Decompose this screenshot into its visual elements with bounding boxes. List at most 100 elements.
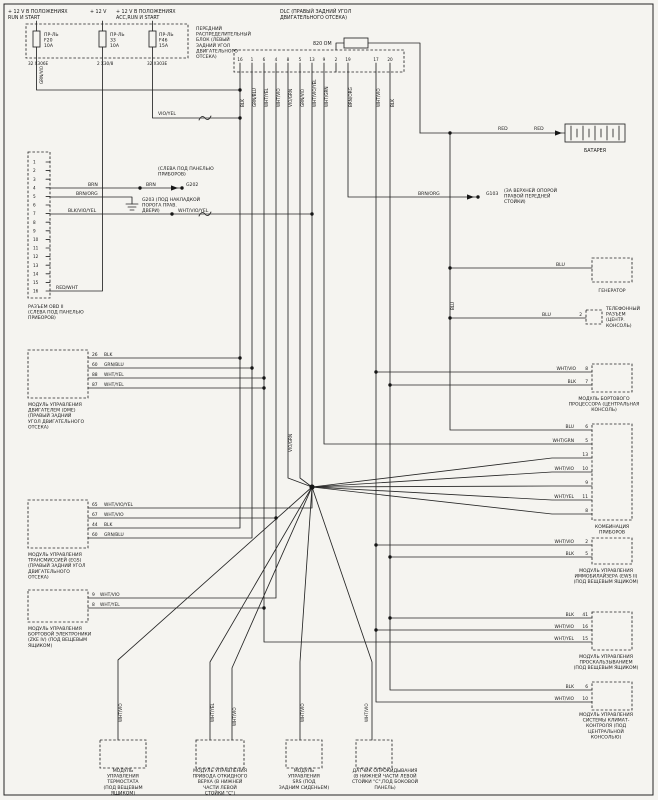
dlc-pin-number: 19 [345, 57, 351, 62]
wire-arrow [555, 130, 562, 136]
obd-pin-number: 14 [33, 271, 39, 276]
egs-pin65-num: 65 [92, 502, 98, 508]
ews-pin2-num: 2 [585, 539, 588, 545]
wire-color-brn-2: BRN [146, 182, 156, 188]
wire-color-whtvio-srs: WHT/VIO [300, 703, 305, 722]
battery-label: БАТАРЕЯ [584, 148, 606, 154]
junction-dot [388, 616, 392, 620]
wire-color-whtvio-rollover: WHT/VIO [364, 703, 369, 722]
wire-break [198, 211, 212, 217]
obd-pin-number: 13 [33, 263, 39, 268]
obd-pin-number: 9 [33, 228, 36, 233]
thermostat-wire [117, 486, 313, 741]
ews-pin2-color: WHT/VIO [554, 539, 574, 545]
climate-pin6-color: BLK [566, 684, 574, 690]
cluster-pin10-num: 10 [582, 466, 588, 472]
g103-label: G103 [486, 191, 498, 197]
dlc-pin-number: 16 [237, 57, 243, 62]
generator-caption: ГЕНЕРАТОР [598, 288, 625, 294]
climate-pin6-num: 6 [585, 684, 588, 690]
wire-color-brnorg-2: BRN/ORG [418, 191, 440, 197]
bp-pin7-num: 7 [585, 379, 588, 385]
trunk-color-grnvio-2: GRN/VIO [300, 88, 305, 107]
cluster-pin6-num: 6 [585, 424, 588, 430]
trunk-color-grnblu: GRN/BLU [252, 88, 257, 107]
trunk-viogrn [287, 71, 313, 488]
junction-dot [388, 383, 392, 387]
trunk-whtyel [263, 71, 593, 643]
wire-color-whtyel-convertible: WHT/YEL [210, 703, 215, 722]
junction-dot [238, 356, 242, 360]
supply-label-12v: + 12 V [90, 9, 107, 15]
wire-color-whtvioyel: WHT/VIO/YEL [178, 208, 209, 214]
front-distribution-block-box [25, 23, 189, 59]
fuse2-symbol [98, 30, 107, 48]
bp-pin8-num: 8 [585, 366, 588, 372]
junction-dot [476, 195, 480, 199]
egs-pin65-color: WHT/VIO/YEL [104, 502, 133, 508]
egs-pin67-num: 67 [92, 512, 98, 518]
obd-pin-number: 7 [33, 211, 36, 216]
wire-color-redwht: RED/WHT [56, 285, 78, 291]
wire-color-viogrn-mid: VIO/GRN [288, 434, 293, 452]
trunk-color-whtgrn: WHT/GRN [324, 86, 329, 107]
egs-pin60-color: GRN/BLU [104, 532, 124, 538]
obd-pin-number: 10 [33, 237, 39, 242]
climate-module-box [591, 681, 633, 711]
trunk-color-whtvio: WHT/VIO [276, 88, 281, 107]
cluster-pin8-wire [311, 486, 593, 515]
dme-pin26-color: BLK [104, 352, 112, 358]
cluster-pin5-num: 5 [585, 438, 588, 444]
fuse2-connector-label: 2 X30/8 [97, 61, 114, 66]
telephone-pin2-num: 2 [579, 312, 582, 318]
junction-dot [374, 628, 378, 632]
trunk-color-viogrn: VIO/GRN [288, 89, 293, 107]
climate-pin10-num: 10 [582, 696, 588, 702]
instrument-cluster-box [591, 423, 633, 521]
cluster-pin5-color: WHT/GRN [552, 438, 574, 444]
generator-box [591, 257, 633, 283]
dme-pin87-num: 87 [92, 382, 98, 388]
abs-pin41-num: 41 [582, 612, 588, 618]
dme-pin87-color: WHT/YEL [104, 382, 124, 388]
trunk-color-brnorg: BRN/ORG [348, 87, 353, 107]
junction-dot [374, 370, 378, 374]
dlc-box [233, 49, 405, 73]
wire-color-red-2: RED [534, 126, 544, 132]
trunk-whtgrn [323, 71, 593, 445]
egs-pin44-color: BLK [104, 522, 112, 528]
cluster-pin8-num: 8 [585, 508, 588, 514]
junction-dot [374, 543, 378, 547]
wire-color-brnorg-1: BRN/ORG [76, 191, 98, 197]
obd-pin-number: 4 [33, 185, 36, 190]
zke-pin8-num: 8 [92, 602, 95, 608]
obd-pin-number: 8 [33, 220, 36, 225]
cluster-pin6-color: BLU [566, 424, 574, 430]
cluster-pin11-wire [311, 486, 593, 501]
dlc-pin-number: 5 [299, 57, 302, 62]
convertible-wire-1 [209, 486, 313, 741]
trunk-color-whtvioyel: WHT/VIO/YEL [312, 79, 317, 107]
abs-pin15-num: 15 [582, 636, 588, 642]
dlc-pin-number: 2 [335, 57, 338, 62]
obd-pin-number: 15 [33, 280, 39, 285]
fuse3-vioyel-wire [152, 46, 241, 119]
dlc-pin-number: 8 [287, 57, 290, 62]
egs-module-box [27, 499, 89, 549]
trunk-whtvioyel [87, 71, 313, 509]
dme-pin88-num: 88 [92, 372, 98, 378]
wire-arrow [171, 185, 178, 191]
junction-dot [388, 555, 392, 559]
cluster-pin13-wire [311, 457, 593, 488]
egs-pin60-num: 60 [92, 532, 98, 538]
junction-dot [309, 484, 315, 490]
